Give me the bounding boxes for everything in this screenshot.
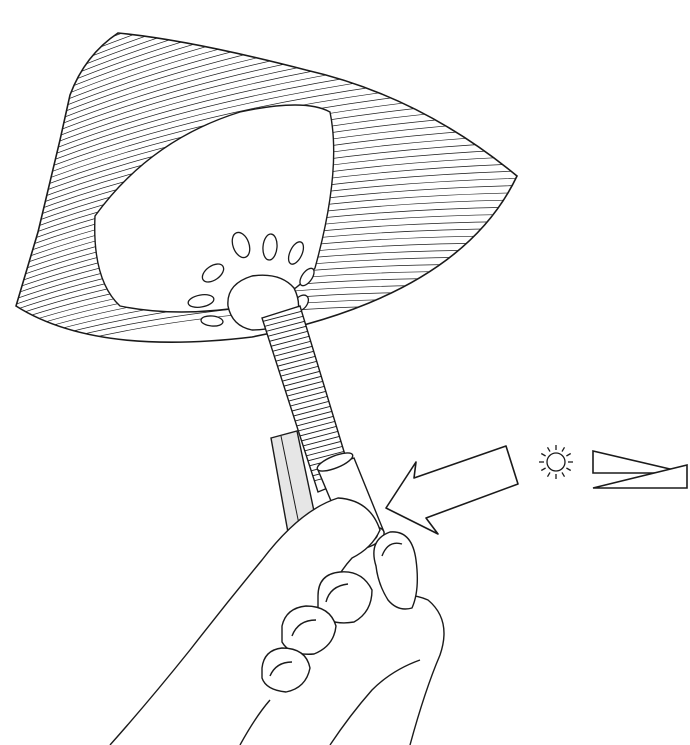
brightness-increase-wedge	[592, 449, 688, 474]
vent-slots	[187, 231, 315, 327]
lamp-diffuser	[94, 104, 335, 313]
brightness-decrease-wedge	[592, 463, 688, 489]
push-arrow	[385, 445, 519, 535]
hand	[109, 497, 445, 745]
light-icon	[539, 445, 573, 479]
